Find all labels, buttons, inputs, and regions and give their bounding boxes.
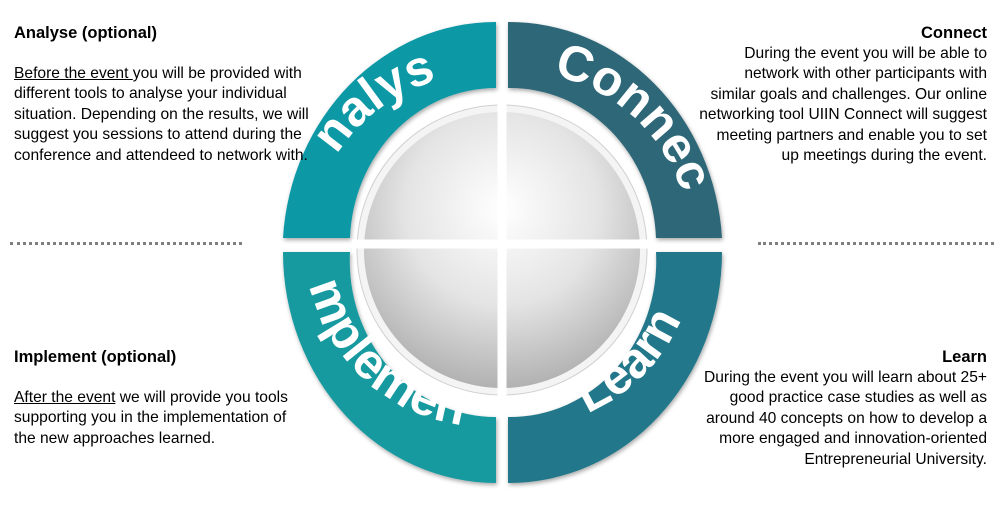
implement-text: After the event we will provide you tool… [14, 388, 304, 450]
learn-segment [508, 252, 723, 484]
connect-title: Connect [921, 24, 987, 42]
analyse-panel: Analyse (optional) Before the event you … [14, 23, 314, 166]
implement-segment [283, 252, 496, 483]
learn-body: During the event you will learn about 25… [703, 368, 987, 468]
learn-title: Learn [942, 348, 987, 366]
analyse-title: Analyse (optional) [14, 24, 158, 42]
right-dotted-divider [758, 242, 994, 245]
connect-segment [508, 21, 722, 238]
left-dotted-divider [10, 242, 242, 245]
connect-panel: Connect During the event you will be abl… [697, 23, 987, 167]
learn-panel: Learn During the event you will learn ab… [687, 347, 987, 470]
implement-title: Implement (optional) [14, 348, 177, 366]
implement-lead: After the event [14, 388, 116, 406]
analyse-text: Before the event you will be provided wi… [14, 64, 314, 167]
implement-body: we will provide you tools supporting you… [14, 388, 288, 447]
implement-panel: Implement (optional) After the event we … [14, 347, 304, 449]
analyse-segment [283, 21, 496, 239]
analyse-lead: Before the event [14, 64, 133, 82]
analyse-body: you will be provided with different tool… [14, 64, 309, 164]
connect-body: During the event you will be able to net… [699, 44, 987, 165]
